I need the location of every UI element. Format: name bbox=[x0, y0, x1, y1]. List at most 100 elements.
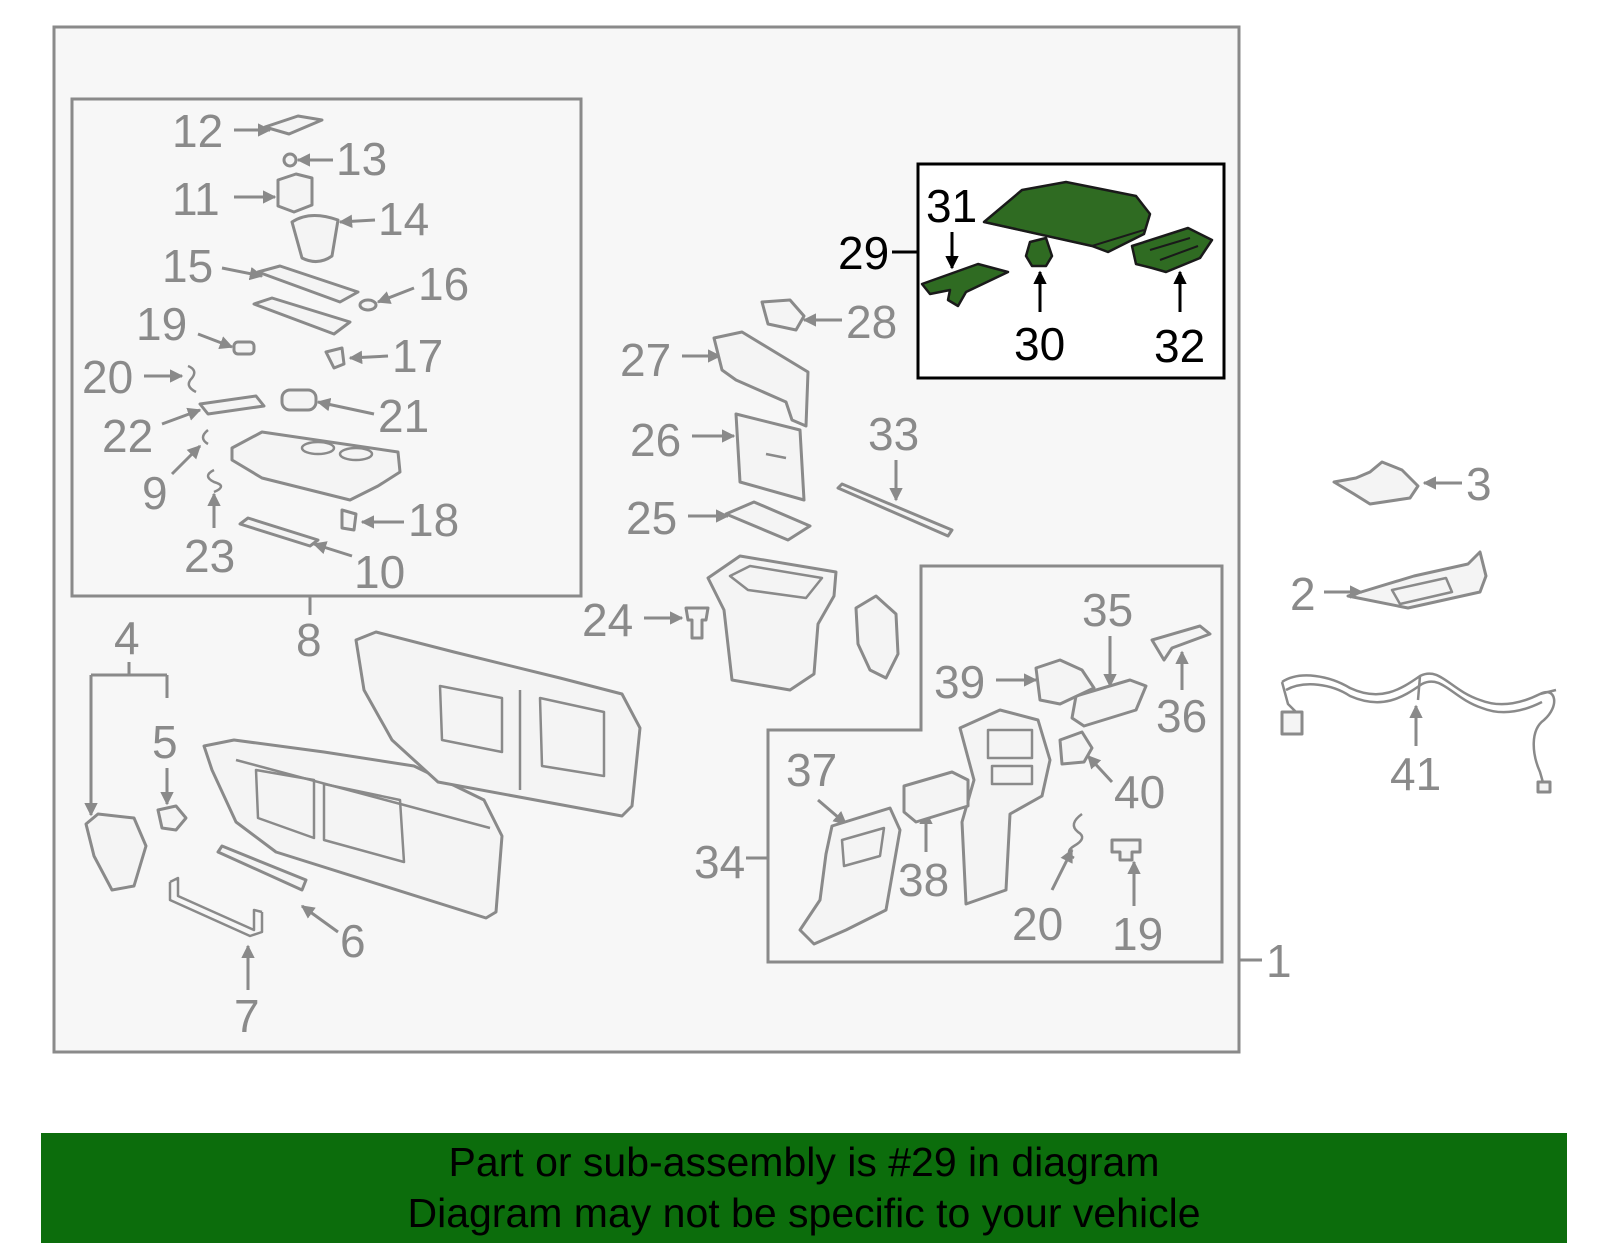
callout-15: 15 bbox=[162, 240, 213, 292]
callout-35: 35 bbox=[1082, 584, 1133, 636]
part-6-trim bbox=[216, 844, 308, 892]
trim-inner bbox=[840, 826, 886, 868]
callout-31: 31 bbox=[926, 180, 977, 232]
latch-detail bbox=[1149, 237, 1199, 261]
part-17-bracket bbox=[324, 346, 346, 370]
callout-34: 34 bbox=[694, 836, 745, 888]
part-console-left-panel bbox=[202, 738, 504, 920]
notice-banner: Part or sub-assembly is #29 in diagram D… bbox=[41, 1133, 1567, 1243]
part-5-knob bbox=[156, 804, 188, 832]
part-15-mat bbox=[256, 264, 360, 304]
banner-line-1: Part or sub-assembly is #29 in diagram bbox=[448, 1139, 1160, 1185]
callout-2: 2 bbox=[1290, 568, 1316, 620]
door-latch bbox=[765, 452, 787, 460]
part-12-pad bbox=[263, 114, 324, 136]
part-19-screw-right bbox=[1110, 838, 1142, 862]
console-right-pocket-2 bbox=[538, 696, 606, 778]
callout-39: 39 bbox=[934, 656, 985, 708]
callout-18: 18 bbox=[408, 494, 459, 546]
part-13-clip bbox=[282, 152, 298, 168]
callout-3: 3 bbox=[1466, 458, 1492, 510]
console-left-pocket-2 bbox=[322, 782, 406, 864]
callout-22: 22 bbox=[102, 410, 153, 462]
callout-29: 29 bbox=[838, 227, 889, 279]
part-36-bracket bbox=[1150, 624, 1212, 662]
callout-28: 28 bbox=[846, 296, 897, 348]
part-11-insert bbox=[276, 172, 314, 214]
callout-33: 33 bbox=[868, 408, 919, 460]
part-10-strip bbox=[238, 516, 320, 548]
callout-19-left: 19 bbox=[136, 298, 187, 350]
callout-7: 7 bbox=[234, 990, 260, 1042]
callout-13: 13 bbox=[336, 133, 387, 185]
callout-36: 36 bbox=[1156, 690, 1207, 742]
part-2-tray bbox=[1346, 550, 1488, 610]
callout-12: 12 bbox=[172, 105, 223, 157]
harness-connector bbox=[1280, 710, 1304, 736]
part-32-latch bbox=[1130, 226, 1214, 274]
console-left-edge bbox=[235, 758, 491, 830]
part-28-clip bbox=[760, 298, 806, 332]
lid-edge bbox=[983, 221, 1145, 248]
callout-10: 10 bbox=[354, 546, 405, 598]
callout-30: 30 bbox=[1014, 318, 1065, 370]
callout-6: 6 bbox=[340, 915, 366, 967]
part-bin-cover bbox=[854, 594, 900, 680]
part-16-washer bbox=[358, 298, 378, 312]
part-22-switch bbox=[198, 394, 266, 416]
part-26-door bbox=[734, 412, 806, 502]
inset-box-8 bbox=[70, 97, 583, 598]
callout-5: 5 bbox=[152, 716, 178, 768]
harness-plug bbox=[1536, 780, 1552, 794]
part-4-cover bbox=[84, 812, 148, 892]
part-40-plug bbox=[1058, 730, 1094, 766]
callout-40: 40 bbox=[1114, 766, 1165, 818]
part-21-lighter bbox=[280, 388, 318, 412]
callout-19-right: 19 bbox=[1112, 908, 1163, 960]
console-right-pocket-1 bbox=[438, 684, 504, 754]
callout-16: 16 bbox=[418, 258, 469, 310]
bezel-cup-right bbox=[338, 446, 374, 462]
part-33-strip bbox=[836, 482, 954, 538]
callout-41: 41 bbox=[1390, 748, 1441, 800]
harness-trace bbox=[1285, 680, 1543, 714]
part-15-tray bbox=[252, 296, 352, 336]
callout-27: 27 bbox=[620, 334, 671, 386]
callout-1: 1 bbox=[1266, 935, 1292, 987]
part-7-handle bbox=[168, 876, 264, 938]
part-20-spring bbox=[187, 364, 197, 394]
bezel-cup-left bbox=[300, 440, 336, 456]
part-14-cupholder bbox=[290, 214, 340, 263]
bin-opening bbox=[728, 564, 824, 600]
callout-23: 23 bbox=[184, 530, 235, 582]
callout-32: 32 bbox=[1154, 320, 1205, 372]
part-storage-bin bbox=[706, 554, 838, 692]
callout-21: 21 bbox=[378, 390, 429, 442]
part-31-armrest-lid bbox=[982, 180, 1152, 254]
callout-17: 17 bbox=[392, 330, 443, 382]
callout-9: 9 bbox=[142, 467, 168, 519]
callout-26: 26 bbox=[630, 414, 681, 466]
callout-20-right: 20 bbox=[1012, 898, 1063, 950]
callout-25: 25 bbox=[626, 492, 677, 544]
bezel-buttons bbox=[990, 764, 1034, 786]
part-20-spring-right bbox=[1067, 812, 1084, 860]
part-38-cover bbox=[902, 770, 970, 824]
part-18-clip bbox=[340, 508, 358, 532]
part-19-screw bbox=[232, 340, 256, 356]
bezel-display bbox=[986, 728, 1034, 760]
part-25-mat bbox=[724, 500, 812, 542]
part-30-bumper bbox=[1024, 236, 1054, 268]
tray-recess bbox=[1390, 576, 1454, 606]
part-35-panel bbox=[1070, 678, 1148, 728]
callout-4: 4 bbox=[114, 612, 140, 664]
part-9-clip bbox=[201, 429, 209, 446]
callout-11: 11 bbox=[172, 173, 220, 225]
part-37-trim bbox=[798, 806, 902, 946]
callout-20-left: 20 bbox=[82, 351, 133, 403]
part-24-screw bbox=[684, 606, 710, 640]
part-39-switch bbox=[1034, 658, 1096, 706]
callout-24: 24 bbox=[582, 594, 633, 646]
part-41-harness bbox=[1280, 672, 1557, 787]
